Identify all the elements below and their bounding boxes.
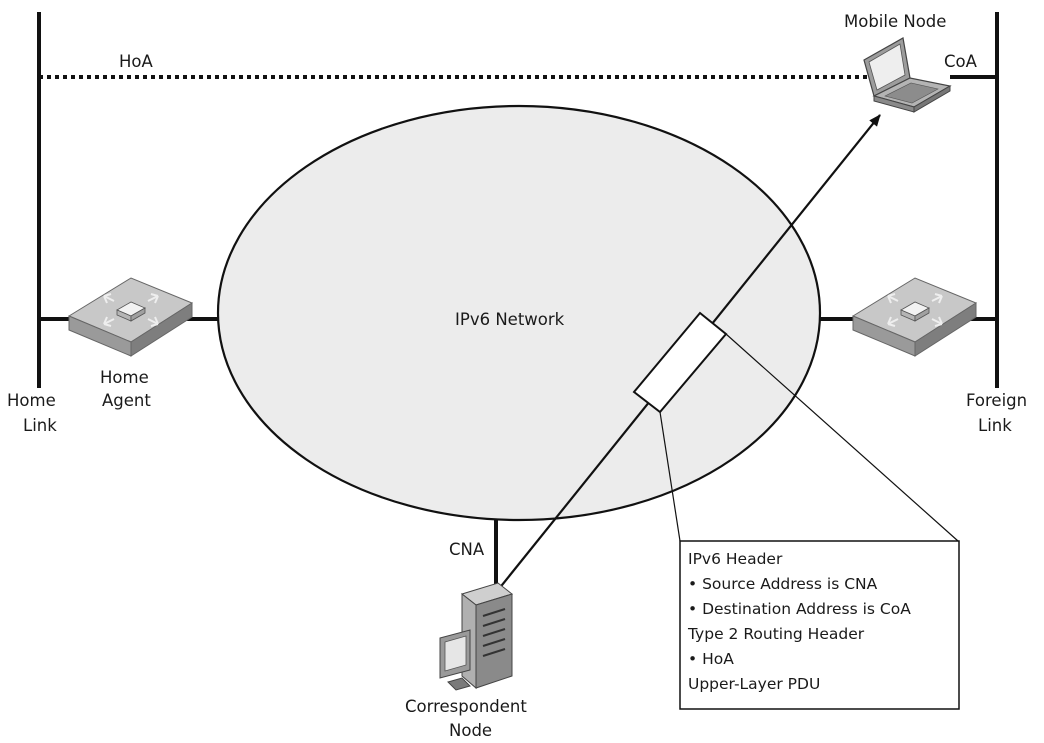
callout-line-left (659, 411, 681, 542)
packet-line-4: Type 2 Routing Header (687, 625, 865, 643)
foreign-router-icon (851, 277, 978, 357)
foreign-link-label-1: Foreign (966, 391, 1027, 410)
network-label: IPv6 Network (455, 310, 565, 329)
callout-line-right (725, 333, 959, 542)
foreign-link-label-2: Link (978, 416, 1012, 435)
coa-label: CoA (944, 52, 978, 71)
home-link-label-2: Link (23, 416, 57, 435)
packet-line-2: • Source Address is CNA (688, 575, 878, 593)
mobile-node-label: Mobile Node (844, 12, 946, 31)
packet-line-1: IPv6 Header (688, 550, 783, 568)
home-agent-router-icon (67, 277, 194, 357)
packet-details-box (679, 540, 960, 710)
packet-line-6: Upper-Layer PDU (688, 675, 820, 693)
home-link-label-1: Home (7, 391, 56, 410)
correspondent-node-label-2: Node (449, 721, 492, 740)
cna-label: CNA (449, 540, 485, 559)
home-agent-label-2: Agent (102, 391, 151, 410)
hoa-label: HoA (119, 52, 154, 71)
home-agent-label-1: Home (100, 368, 149, 387)
packet-icon (632, 311, 728, 414)
ipv6-network-cloud (216, 104, 822, 522)
server-workstation-icon (439, 582, 514, 691)
correspondent-node-label-1: Correspondent (405, 697, 527, 716)
laptop-icon (863, 37, 952, 113)
packet-line-5: • HoA (688, 650, 734, 668)
packet-line-3: • Destination Address is CoA (688, 600, 911, 618)
